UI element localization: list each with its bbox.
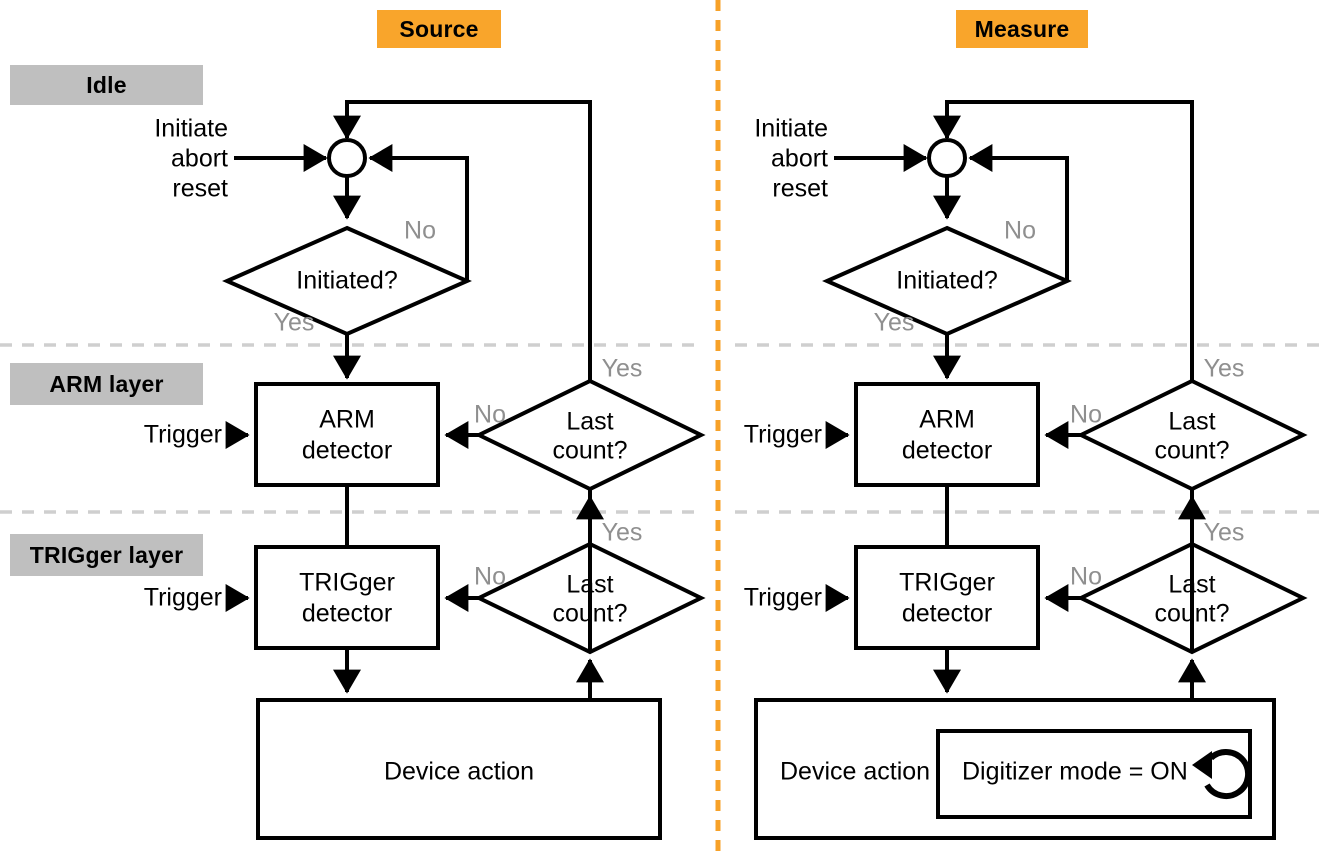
- measure-arm-detector-label-line2: detector: [902, 437, 992, 465]
- measure-trig-lastcount-yes-label: Yes: [1204, 519, 1245, 547]
- layer-tag-idle-label: Idle: [86, 71, 127, 98]
- layer-tag-arm: ARM layer: [10, 363, 203, 405]
- measure-arm-lastcount-label-line1: Last: [1168, 408, 1215, 436]
- measure-trig-detector-box: [854, 545, 1040, 650]
- source-arm-detector-label-line1: ARM: [319, 406, 375, 434]
- source-idle-input-label-line3: reset: [172, 175, 228, 203]
- source-initiated-yes-label: Yes: [274, 309, 315, 337]
- edge-source-initiated-no-loop: [368, 144, 469, 281]
- measure-arm-lastcount-no-label: No: [1070, 401, 1102, 429]
- panel-header-source: Source: [377, 10, 501, 48]
- edge-measure-outer-return-loop: [933, 100, 1194, 600]
- source-trig-detector-label-line1: TRIGger: [299, 569, 395, 597]
- source-junction-circle: [327, 138, 367, 178]
- edge-measure-initiated-no-loop: [968, 144, 1069, 281]
- measure-initiated-label: Initiated?: [896, 267, 997, 295]
- source-arm-detector-label-line2: detector: [302, 437, 392, 465]
- source-arm-detector-box: [254, 382, 440, 487]
- measure-idle-input-label-line3: reset: [772, 175, 828, 203]
- source-arm-lastcount-label-line1: Last: [566, 408, 613, 436]
- source-arm-lastcount-yes-label: Yes: [602, 355, 643, 383]
- source-initiated-label: Initiated?: [296, 267, 397, 295]
- source-trig-trigger-label: Trigger: [144, 584, 222, 612]
- measure-idle-input-label-line1: Initiate: [754, 115, 828, 143]
- loop-arrow-icon: [1192, 749, 1252, 800]
- measure-digitizer-label: Digitizer mode = ON: [962, 758, 1188, 786]
- source-arm-lastcount-diamond: [474, 378, 706, 492]
- measure-arm-detector-box: [854, 382, 1040, 487]
- measure-device-action-label: Device action: [780, 758, 930, 786]
- measure-trig-detector-label-line1: TRIGger: [899, 569, 995, 597]
- source-arm-lastcount-no-label: No: [474, 401, 506, 429]
- panel-header-source-label: Source: [399, 15, 479, 42]
- layer-tag-trigger-label: TRIGger layer: [29, 541, 184, 568]
- source-initiated-no-label: No: [404, 217, 436, 245]
- source-trig-detector-label-line2: detector: [302, 600, 392, 628]
- panel-header-measure-label: Measure: [974, 15, 1070, 42]
- measure-junction-circle: [927, 138, 967, 178]
- measure-initiated-no-label: No: [1004, 217, 1036, 245]
- measure-trig-detector-label-line2: detector: [902, 600, 992, 628]
- measure-idle-input-label-line2: abort: [771, 145, 828, 173]
- measure-digitizer-box: [936, 729, 1252, 819]
- source-idle-input-label-line1: Initiate: [154, 115, 228, 143]
- measure-arm-lastcount-label-line2: count?: [1154, 437, 1229, 465]
- source-device-action-box: [256, 698, 662, 840]
- source-idle-input-label-line2: abort: [171, 145, 228, 173]
- source-trig-lastcount-no-label: No: [474, 563, 506, 591]
- source-trig-lastcount-yes-label: Yes: [602, 519, 643, 547]
- layer-tag-arm-label: ARM layer: [49, 370, 164, 397]
- panel-header-measure: Measure: [956, 10, 1088, 48]
- measure-trig-lastcount-no-label: No: [1070, 563, 1102, 591]
- edge-source-outer-return-loop: [333, 100, 592, 600]
- measure-initiated-yes-label: Yes: [874, 309, 915, 337]
- measure-arm-lastcount-yes-label: Yes: [1204, 355, 1245, 383]
- source-device-action-label: Device action: [384, 758, 534, 786]
- layer-tag-idle: Idle: [10, 65, 203, 105]
- measure-arm-trigger-label: Trigger: [744, 421, 822, 449]
- source-trig-detector-box: [254, 545, 440, 650]
- measure-arm-detector-label-line1: ARM: [919, 406, 975, 434]
- layer-tag-trigger: TRIGger layer: [10, 534, 203, 576]
- source-arm-lastcount-label-line2: count?: [552, 437, 627, 465]
- measure-arm-lastcount-diamond: [1076, 378, 1308, 492]
- source-arm-trigger-label: Trigger: [144, 421, 222, 449]
- measure-trig-trigger-label: Trigger: [744, 584, 822, 612]
